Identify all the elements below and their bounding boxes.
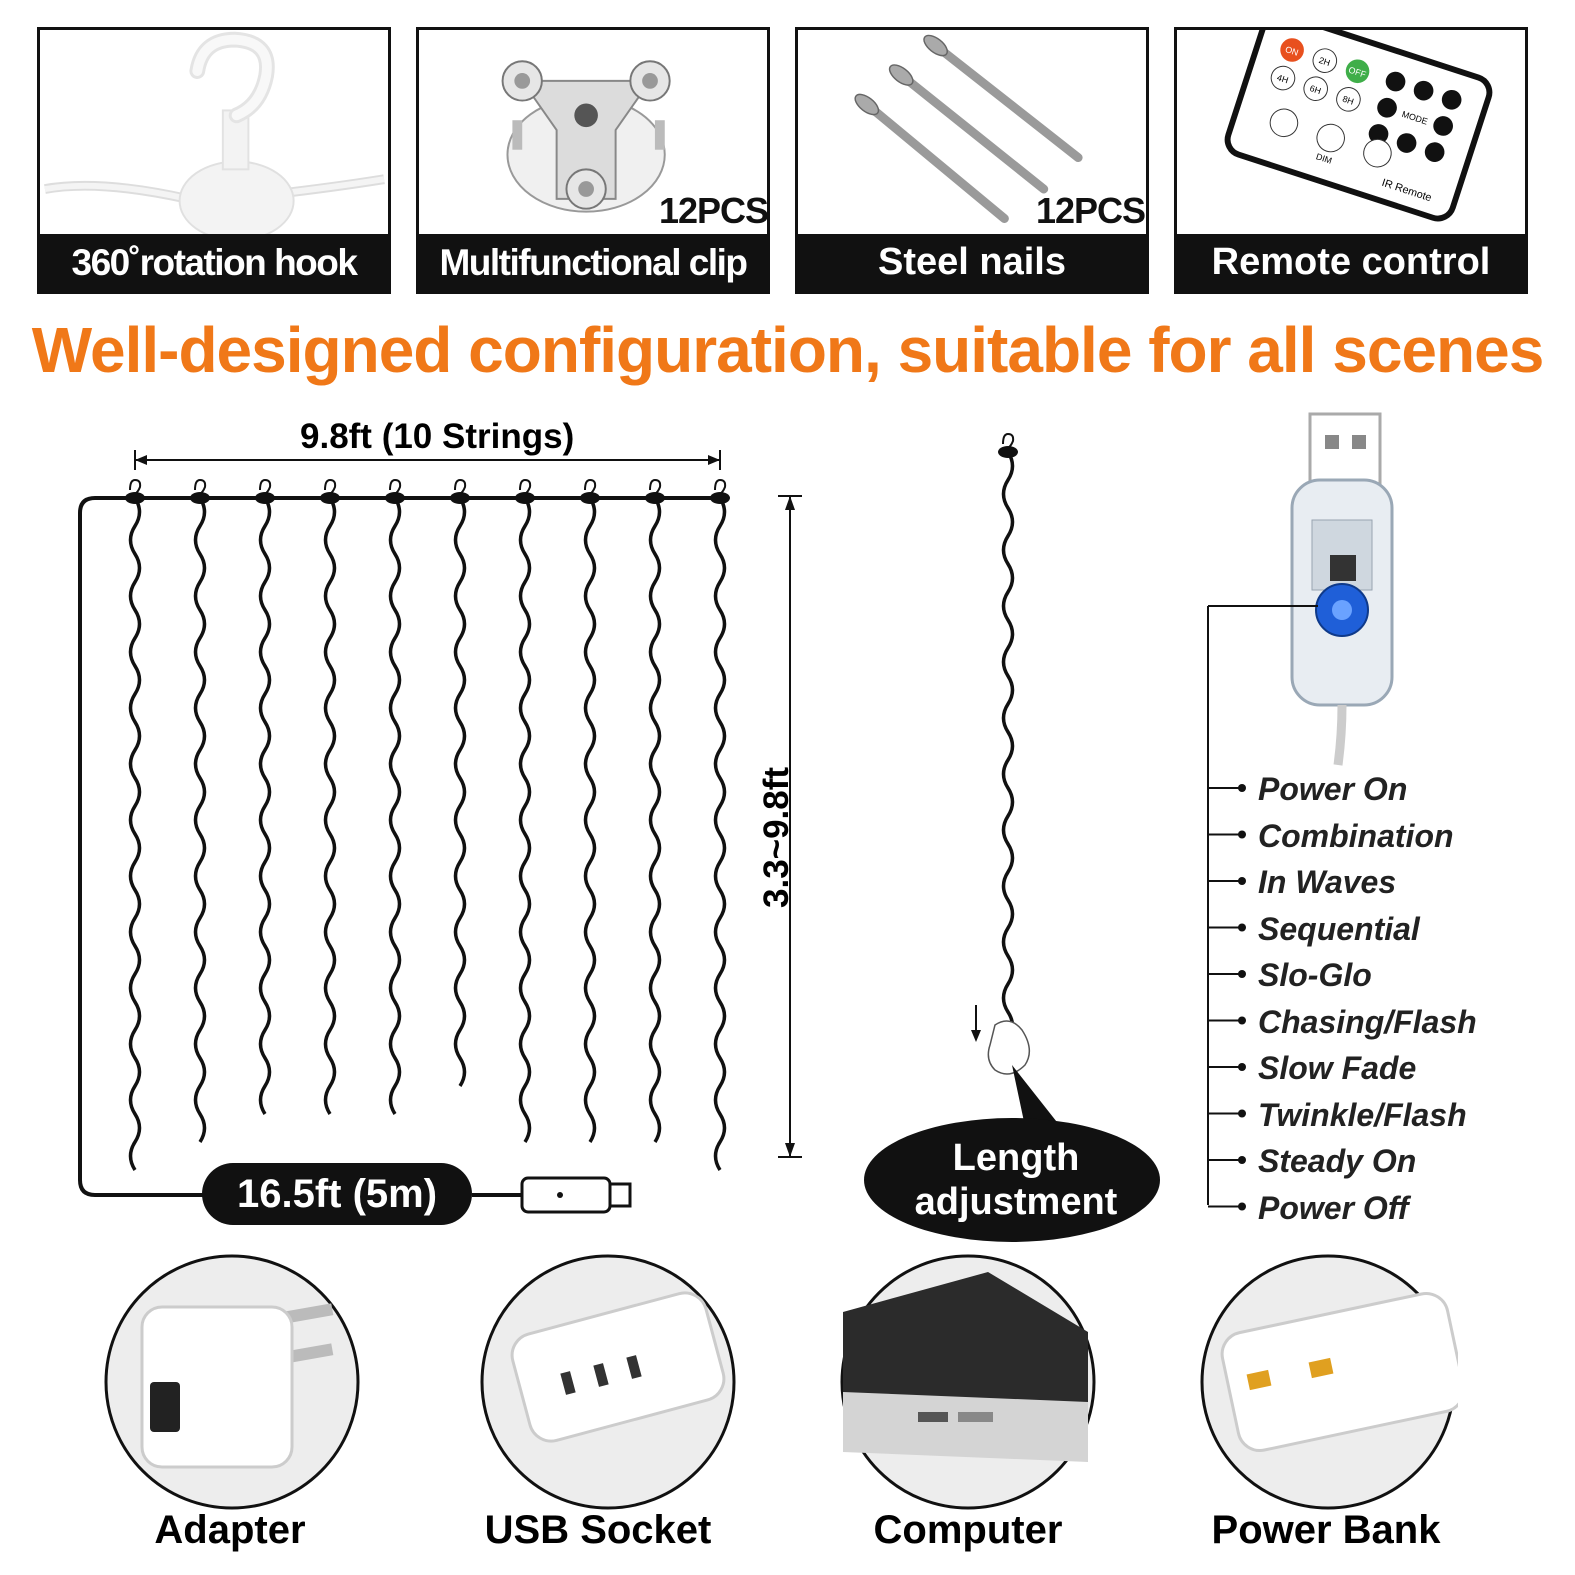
svg-text:8H: 8H [1341, 94, 1355, 107]
light-string [258, 497, 272, 1115]
string-clip [125, 492, 145, 504]
laptop-icon [840, 1254, 1096, 1510]
string-clip [515, 492, 535, 504]
hook-icon [389, 478, 402, 495]
hook-icon [1002, 432, 1015, 449]
mode-dot [1238, 1156, 1246, 1164]
single-light-string [1001, 451, 1015, 1041]
string-clip [710, 492, 730, 504]
hook-icon [454, 478, 467, 495]
hook-icon [649, 478, 662, 495]
remote-icon: ON 2H OFF 4H 6H 8H MODE DIM IR Remote [1224, 30, 1493, 222]
light-string [518, 497, 532, 1143]
adapter-icon [104, 1254, 360, 1510]
accessory-label: 360˚rotation hook [40, 234, 388, 291]
hand-icon [987, 1020, 1031, 1075]
string-clip [255, 492, 275, 504]
headline: Well-designed configuration, suitable fo… [31, 314, 1545, 386]
accessory-label: Multifunctional clip [419, 234, 767, 291]
light-string [453, 497, 467, 1087]
mode-item: Steady On [1258, 1143, 1417, 1179]
svg-text:DIM: DIM [1315, 151, 1333, 166]
cable-length-label: 16.5ft (5m) [202, 1163, 472, 1225]
mode-item: Chasing/Flash [1258, 1003, 1477, 1040]
hook-icon [519, 478, 532, 495]
usb-socket-icon [480, 1254, 736, 1510]
string-clip [645, 492, 665, 504]
light-string [193, 497, 207, 1143]
hook-icon [714, 478, 727, 495]
accessory-panel-clip: 12PCS Multifunctional clip [416, 27, 770, 294]
height-label: 3.3~9.8ft [757, 766, 796, 908]
hook-icon [129, 478, 142, 495]
mode-item: Combination [1258, 817, 1454, 854]
usb-plug-icon [520, 1176, 612, 1214]
light-string [648, 497, 662, 1143]
mode-dot [1238, 784, 1246, 792]
hook-icon [584, 478, 597, 495]
power-source-label: Computer [873, 1508, 1063, 1552]
accessory-panel-remote: ON 2H OFF 4H 6H 8H MODE DIM IR Remote Re… [1174, 27, 1528, 294]
mode-dot [1238, 830, 1246, 839]
string-clip [385, 492, 405, 504]
mode-item: In Waves [1258, 864, 1397, 900]
mode-item: Slow Fade [1258, 1050, 1417, 1086]
string-clip [998, 446, 1018, 458]
light-string [323, 497, 337, 1115]
length-adjustment-label: Length adjustment [914, 1137, 1118, 1223]
accessory-panel-nails: 12PCS Steel nails [795, 27, 1149, 294]
usb-controller-icon [1290, 412, 1394, 766]
mode-dot [1238, 1109, 1246, 1118]
svg-text:2H: 2H [1318, 55, 1332, 68]
main-wire [78, 496, 720, 1197]
light-string [128, 497, 142, 1171]
light-string [583, 497, 597, 1143]
mode-dot [1238, 970, 1246, 978]
mode-item: Sequential [1258, 910, 1420, 947]
accessory-label: Steel nails [798, 234, 1146, 291]
mode-dot [1238, 923, 1246, 932]
light-string [713, 497, 727, 1171]
hook-icon [324, 478, 337, 495]
string-clip [190, 492, 210, 504]
mode-dot [1238, 1016, 1246, 1025]
modes-list: Power On Combination In Waves Sequential… [1258, 766, 1477, 1231]
power-source-label: USB Socket [484, 1508, 712, 1552]
mode-item: Twinkle/Flash [1258, 1096, 1467, 1133]
light-string [388, 497, 402, 1115]
power-bank-icon [1200, 1254, 1458, 1510]
mode-dot [1238, 1063, 1246, 1071]
hook-icon [44, 31, 385, 237]
quantity-label: 12PCS [659, 190, 769, 231]
width-label: 9.8ft (10 Strings) [300, 417, 575, 456]
adjustment-bubble [864, 1118, 1160, 1242]
svg-text:ON: ON [1284, 44, 1300, 58]
mode-item: Slo-Glo [1258, 957, 1372, 993]
hook-icon [194, 478, 207, 495]
svg-text:6H: 6H [1309, 83, 1323, 96]
mode-dot [1238, 877, 1246, 885]
nail-icon [854, 34, 1083, 223]
power-source-label: Power Bank [1211, 1508, 1441, 1552]
accessory-label: Remote control [1177, 234, 1525, 291]
mode-item: Power On [1258, 771, 1408, 807]
string-clip [450, 492, 470, 504]
hook-icon [259, 478, 272, 495]
mode-item: Power Off [1258, 1189, 1409, 1226]
power-source-label: Adapter [154, 1508, 306, 1552]
svg-text:4H: 4H [1276, 72, 1290, 85]
accessory-panel-hook: 360˚rotation hook [37, 27, 391, 294]
string-clip [320, 492, 340, 504]
quantity-label: 12PCS [1036, 190, 1146, 231]
mode-dot [1238, 1202, 1246, 1211]
clip-icon [501, 60, 671, 213]
string-clip [580, 492, 600, 504]
